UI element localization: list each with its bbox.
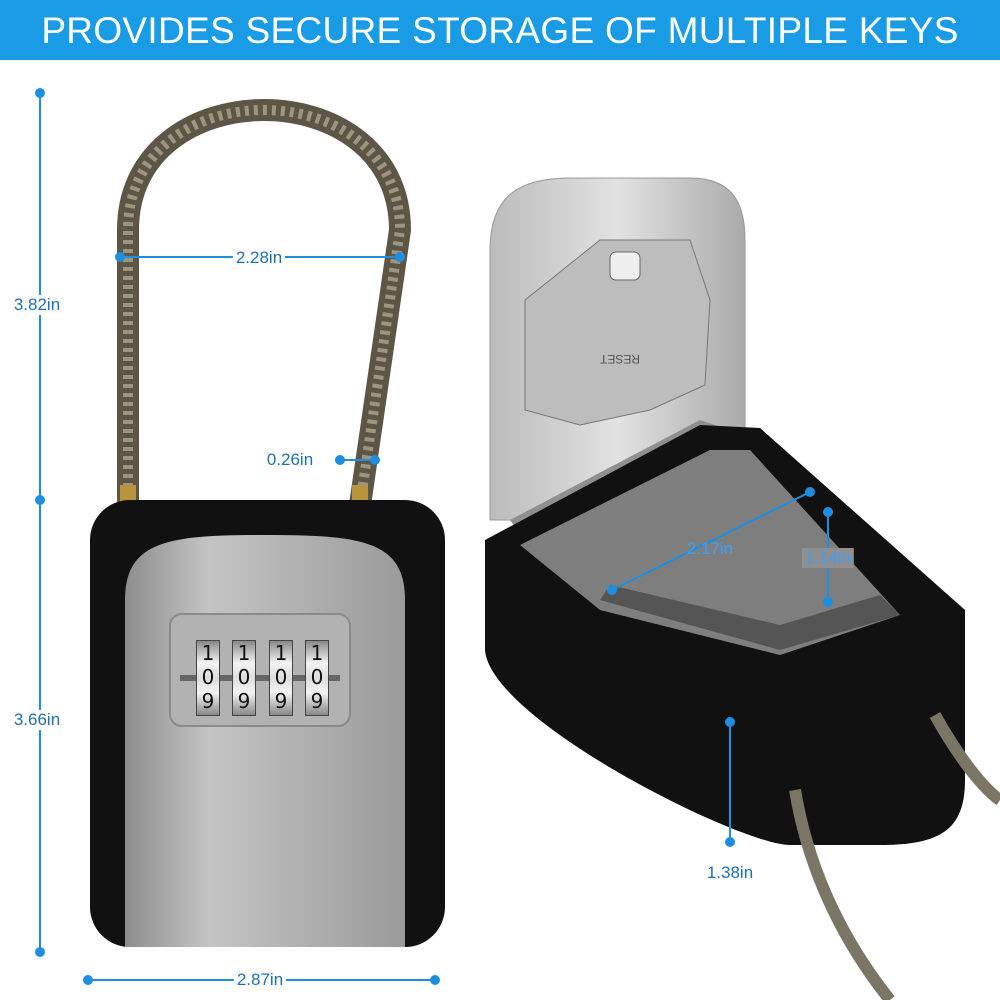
- dial-digit: 9: [201, 689, 215, 713]
- reset-label: RESET: [599, 352, 640, 366]
- dial-digit: 0: [237, 665, 251, 689]
- body-depth-label: 1.38in: [703, 863, 757, 883]
- cable-right: [789, 712, 1000, 1000]
- lock-face: [125, 535, 405, 947]
- dial-digit: 1: [310, 641, 324, 665]
- dial-digit: 0: [310, 665, 324, 689]
- dial-digit: 1: [274, 641, 288, 665]
- dial-digit: 0: [201, 665, 215, 689]
- dial-digit: 9: [274, 689, 288, 713]
- dial-digit: 9: [237, 689, 251, 713]
- dial-digit: 0: [274, 665, 288, 689]
- banner-title: PROVIDES SECURE STORAGE OF MULTIPLE KEYS: [0, 0, 1000, 60]
- body-height-label: 3.66in: [10, 710, 64, 730]
- body-width-label: 2.87in: [233, 970, 287, 990]
- interior-depth-label: 1.14in: [801, 548, 855, 568]
- total-height-label: 3.82in: [10, 295, 64, 315]
- dial-digit: 1: [237, 641, 251, 665]
- dial-digit: 9: [310, 689, 324, 713]
- interior-width-label: 2.17in: [686, 539, 734, 558]
- dial-digit: 1: [201, 641, 215, 665]
- shackle-width-label: 2.28in: [232, 248, 286, 268]
- cable-shackle: [117, 99, 412, 507]
- cable-diameter-label: 0.26in: [266, 450, 314, 469]
